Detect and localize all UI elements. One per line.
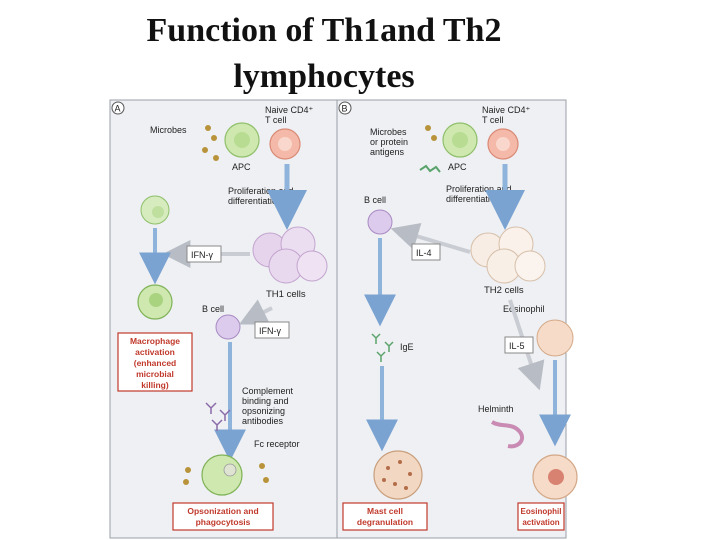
il5-box: [504, 336, 534, 354]
helminth-label: Helminth: [478, 404, 514, 414]
prolif-label-b: Proliferation and: [446, 184, 512, 194]
naive-t-cell-b-nucleus: [496, 137, 510, 151]
mast-cell-line1: Mast cell: [367, 506, 403, 516]
panel-b-letter-badge: [338, 101, 352, 115]
ifn-gamma-label-1: IFN-γ: [191, 250, 213, 260]
opsonizing-antibodies: [205, 402, 231, 431]
complement-line4: antibodies: [242, 416, 284, 426]
eosinophil-box: [517, 502, 565, 531]
mast-cell-granules: [382, 460, 412, 490]
fc-receptor-label: Fc receptor: [254, 439, 300, 449]
macrophage-resting-nucleus: [152, 206, 164, 218]
microbes-label-b-3: antigens: [370, 147, 405, 157]
slide-title-line2: lymphocytes: [233, 58, 415, 95]
ifn-arrow-2: [238, 299, 273, 325]
naive-cd4-label-a: Naive CD4⁺: [265, 105, 314, 115]
microbes-b: [425, 125, 437, 141]
macrophage-box-line1: Macrophage: [130, 336, 180, 346]
complement-line1: Complement: [242, 386, 294, 396]
ifn-gamma-box-2: [254, 321, 290, 339]
macrophage-box-line2: activation: [135, 347, 175, 357]
eosinophil-label: Eosinophil: [503, 304, 545, 314]
eosinophil-activated-nucleus: [548, 469, 564, 485]
eosinophil-box-line2: activation: [522, 518, 559, 527]
mast-cell-box: [342, 502, 428, 531]
th1-cells-label: TH1 cells: [266, 289, 306, 300]
ifn-gamma-box-1: [186, 245, 222, 263]
ifn-gamma-label-2: IFN-γ: [259, 326, 281, 336]
microbes-label-b-1: Microbes: [370, 127, 407, 137]
il4-label: IL-4: [416, 248, 432, 258]
macrophage-box-line3: (enhanced: [134, 358, 177, 368]
il5-label: IL-5: [509, 341, 525, 351]
il4-arrow: [390, 222, 471, 254]
macrophage-activated-nucleus: [149, 293, 163, 307]
microbes-label-b-2: or protein: [370, 137, 408, 147]
opsonization-box: [172, 502, 274, 531]
panel-a-letter: A: [115, 104, 121, 114]
helminth: [490, 420, 525, 449]
panel-b-letter: B: [342, 104, 348, 114]
th1-cell-cluster: [252, 226, 328, 284]
mast-cell: [373, 450, 423, 500]
complement-line3: opsonizing: [242, 406, 285, 416]
naive-cd4-label-b: Naive CD4⁺: [482, 105, 531, 115]
opsonized-microbes: [183, 463, 269, 485]
prolif-label-a: Proliferation and: [228, 186, 294, 196]
eosinophil-box-line1: Eosinophil: [521, 507, 562, 516]
complement-line2: binding and: [242, 396, 289, 406]
microbes-label-a: Microbes: [150, 125, 187, 135]
b-cell-label-a: B cell: [202, 304, 224, 314]
panel-a: A Naive CD4⁺ T cell APC Microbes Prolife…: [109, 99, 338, 539]
apc-cell-b-nucleus: [452, 132, 468, 148]
eosinophil-resting: [536, 319, 574, 357]
naive-cd4-label-a-2: T cell: [265, 115, 286, 125]
ige-antibodies: [371, 333, 394, 362]
phagocytosed-microbe: [223, 463, 237, 477]
phagocyte: [201, 454, 243, 496]
naive-t-cell-a-nucleus: [278, 137, 292, 151]
apc-cell-a-nucleus: [234, 132, 250, 148]
th2-cell-cluster: [470, 226, 546, 284]
opsonization-line1: Opsonization and: [187, 506, 258, 516]
il4-box: [411, 243, 441, 261]
ige-label: IgE: [400, 342, 414, 352]
naive-cd4-label-b-2: T cell: [482, 115, 503, 125]
macrophage-activation-box: [117, 332, 193, 392]
panel-a-letter-badge: [111, 101, 125, 115]
protein-antigens: [419, 164, 441, 173]
macrophage-box-line4: microbial: [136, 369, 174, 379]
apc-label-b: APC: [448, 162, 467, 172]
b-cell-a: [215, 314, 241, 340]
macrophage-box-line5: killing): [141, 380, 169, 390]
slide-title-line1: Function of Th1and Th2: [146, 12, 502, 49]
panel-b: B Naive CD4⁺ T cell APC Microbes or prot…: [336, 99, 578, 539]
mast-cell-line2: degranulation: [357, 517, 413, 527]
prolif-label-b-2: differentiation: [446, 194, 500, 204]
th2-cells-label: TH2 cells: [484, 285, 524, 296]
apc-label-a: APC: [232, 162, 251, 172]
microbes-a: [202, 125, 219, 161]
prolif-label-a-2: differentiation: [228, 196, 282, 206]
b-cell-label-b: B cell: [364, 195, 386, 205]
opsonization-line2: phagocytosis: [196, 517, 251, 527]
b-cell-b: [367, 209, 393, 235]
